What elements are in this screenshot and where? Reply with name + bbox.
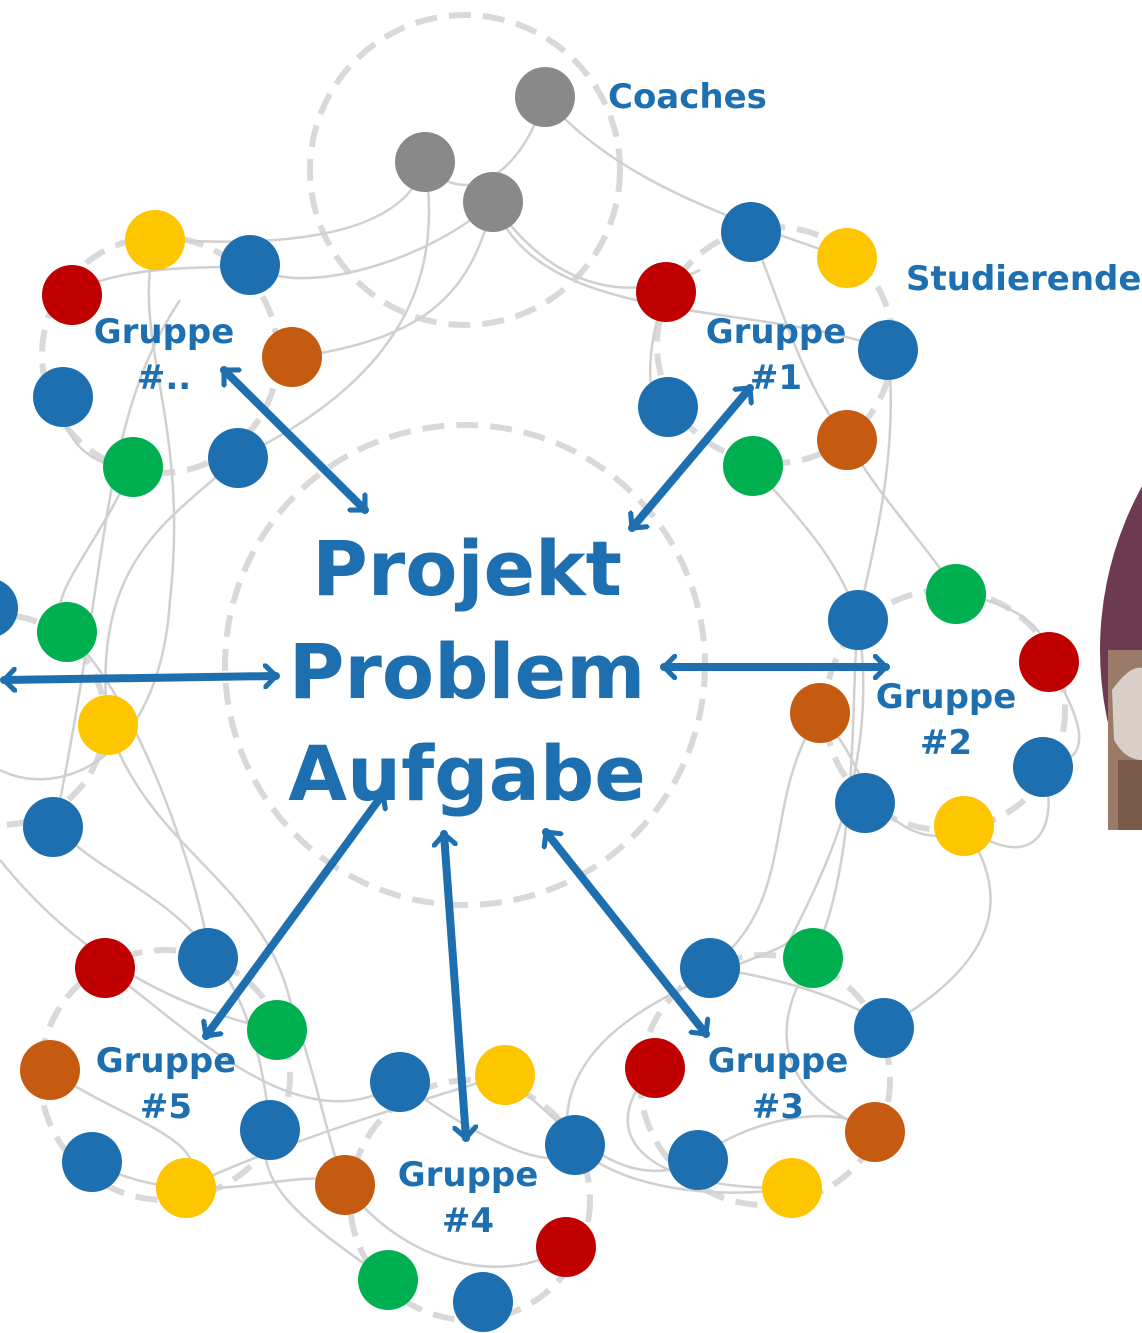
member-dot: [762, 1158, 822, 1218]
member-dot: [536, 1217, 596, 1277]
member-dot: [23, 797, 83, 857]
group-label-line1: Gruppe: [708, 1041, 849, 1081]
member-dot: [475, 1045, 535, 1105]
center-line-aufgabe: Aufgabe: [288, 729, 646, 818]
member-dot: [370, 1052, 430, 1112]
coach-dot: [515, 67, 575, 127]
member-dot: [156, 1158, 216, 1218]
group-label-line1: Gruppe: [96, 1041, 237, 1081]
member-dot: [854, 998, 914, 1058]
arrow-g5: [206, 790, 383, 1040]
group-label-line2: #3: [752, 1087, 804, 1127]
member-dot: [858, 320, 918, 380]
group-label-g4: Gruppe #4: [398, 1155, 539, 1241]
member-dot: [208, 428, 268, 488]
member-dot: [636, 262, 696, 322]
group-label-g3: Gruppe #3: [708, 1041, 849, 1127]
member-dot: [638, 377, 698, 437]
member-dot: [817, 228, 877, 288]
center-label: Projekt Problem Aufgabe: [288, 524, 646, 818]
arrow-gx: [220, 366, 369, 514]
center-line-problem: Problem: [289, 627, 646, 716]
member-dot: [453, 1272, 513, 1332]
member-dot: [721, 202, 781, 262]
group-label-gx: Gruppe #..: [94, 312, 235, 398]
member-dot: [817, 410, 877, 470]
member-dot: [20, 1040, 80, 1100]
member-dot: [33, 367, 93, 427]
coach-dot: [463, 172, 523, 232]
coaches-ring: [307, 12, 623, 328]
group-arrows: [0, 366, 890, 1142]
member-dot: [240, 1100, 300, 1160]
arrow-g4: [444, 830, 466, 1142]
group-label-line2: #1: [750, 358, 802, 398]
member-dot: [178, 928, 238, 988]
group-label-line2: #2: [920, 723, 972, 763]
group-label-line1: Gruppe: [398, 1155, 539, 1195]
arrow-g3: [546, 828, 706, 1038]
member-dot: [0, 580, 18, 636]
member-dot: [835, 773, 895, 833]
group-label-g2: Gruppe #2: [876, 677, 1017, 763]
member-dot: [125, 210, 185, 270]
group-label-line1: Gruppe: [706, 312, 847, 352]
member-dot: [220, 235, 280, 295]
member-dot: [1013, 737, 1073, 797]
studierende-label: Studierende: [906, 259, 1141, 299]
member-dot: [358, 1250, 418, 1310]
member-dot: [78, 695, 138, 755]
member-dot: [828, 590, 888, 650]
group-label-line2: #5: [140, 1087, 192, 1127]
member-dot: [926, 564, 986, 624]
member-dot: [315, 1155, 375, 1215]
member-dot: [545, 1115, 605, 1175]
member-dot: [75, 938, 135, 998]
arrow-g1: [628, 384, 754, 532]
member-dot: [783, 928, 843, 988]
member-dot: [723, 436, 783, 496]
member-dot: [625, 1038, 685, 1098]
member-dot: [262, 327, 322, 387]
member-dot: [247, 1000, 307, 1060]
member-dot: [845, 1102, 905, 1162]
group-label-line1: Gruppe: [94, 312, 235, 352]
coaches-label: Coaches: [608, 77, 767, 117]
member-dot: [668, 1130, 728, 1190]
member-dot: [37, 602, 97, 662]
group-label-line1: Gruppe: [876, 677, 1017, 717]
group-label-g5: Gruppe #5: [96, 1041, 237, 1127]
group-label-line2: #..: [137, 358, 191, 398]
photo-fragment: [1100, 486, 1142, 830]
member-dot: [62, 1132, 122, 1192]
group-label-g1: Gruppe #1: [706, 312, 847, 398]
member-dot: [680, 938, 740, 998]
member-dot: [1019, 632, 1079, 692]
member-dot: [42, 265, 102, 325]
coach-dot: [395, 132, 455, 192]
group-label-line2: #4: [442, 1201, 494, 1241]
member-dot: [103, 437, 163, 497]
member-dot: [934, 796, 994, 856]
member-dot: [790, 683, 850, 743]
arrow-left: [0, 676, 280, 680]
center-line-projekt: Projekt: [312, 524, 622, 613]
